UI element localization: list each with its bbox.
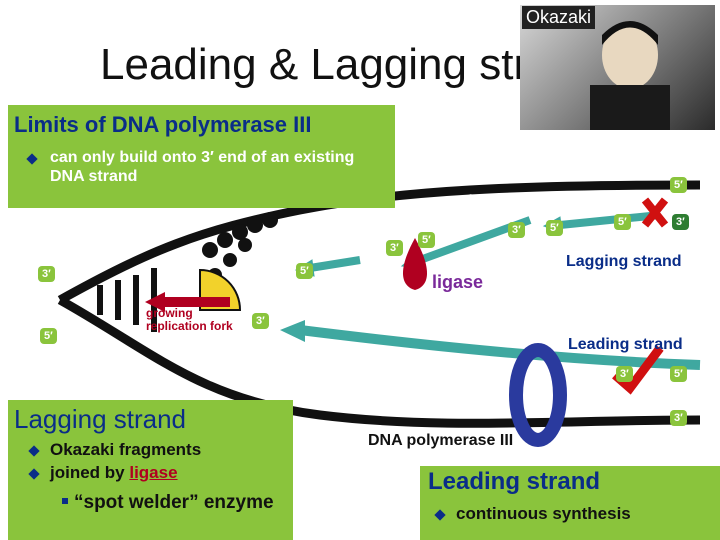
- portrait-figure: [590, 21, 670, 130]
- three-prime-marker: 3′: [386, 240, 403, 256]
- limits-title: Limits of DNA polymerase III: [14, 112, 312, 137]
- three-prime-marker: 3′: [252, 313, 269, 329]
- photo-caption: Okazaki: [522, 6, 596, 29]
- lagging-bullet-2: joined by ligase: [50, 463, 178, 483]
- lagging-bullet-2-prefix: joined by: [50, 463, 130, 482]
- five-prime-marker: 5′: [546, 220, 563, 236]
- lagging-strand-label: Lagging strand: [566, 253, 682, 270]
- cross-mark: [641, 197, 669, 228]
- five-prime-marker: 5′: [296, 263, 313, 279]
- lagging-sub-bullet: “spot welder” enzyme: [74, 492, 274, 513]
- lagging-bullet-1: Okazaki fragments: [50, 440, 202, 459]
- three-prime-marker: 3′: [672, 214, 689, 230]
- page-title: Leading & Lagging str: [100, 40, 529, 89]
- lagging-panel-title: Lagging strand: [14, 404, 187, 434]
- three-prime-marker: 3′: [670, 410, 687, 426]
- ligase-label: ligase: [432, 272, 484, 292]
- fork-arrowhead: [145, 292, 165, 312]
- leading-arrowhead: [280, 320, 305, 342]
- polymerase-ring: [509, 343, 567, 447]
- leading-strand-label: Leading strand: [568, 336, 683, 353]
- ligase-link[interactable]: ligase: [129, 463, 178, 482]
- five-prime-marker: 5′: [614, 214, 631, 230]
- five-prime-marker: 5′: [670, 177, 687, 193]
- growing-fork-label: growing replication fork: [146, 306, 233, 333]
- ligase-shape: [402, 238, 428, 290]
- limits-bullet: can only build onto 3′ end of an existin…: [50, 149, 355, 185]
- leading-panel-title: Leading strand: [428, 468, 601, 495]
- lagging-panel: [8, 400, 293, 540]
- leading-bullet: continuous synthesis: [456, 504, 631, 523]
- three-prime-marker: 3′: [508, 222, 525, 238]
- five-prime-marker: 5′: [670, 366, 687, 382]
- five-prime-marker: 5′: [40, 328, 57, 344]
- sub-bullet-icon: [62, 498, 68, 504]
- polymerase-label: DNA polymerase III: [368, 432, 514, 449]
- three-prime-marker: 3′: [616, 366, 633, 382]
- limits-panel: [8, 105, 395, 208]
- three-prime-marker: 3′: [38, 266, 55, 282]
- bottom-dna-strand: [57, 296, 701, 428]
- five-prime-marker: 5′: [418, 232, 435, 248]
- leading-strand-arrow: [299, 325, 701, 370]
- leading-panel: [420, 466, 720, 540]
